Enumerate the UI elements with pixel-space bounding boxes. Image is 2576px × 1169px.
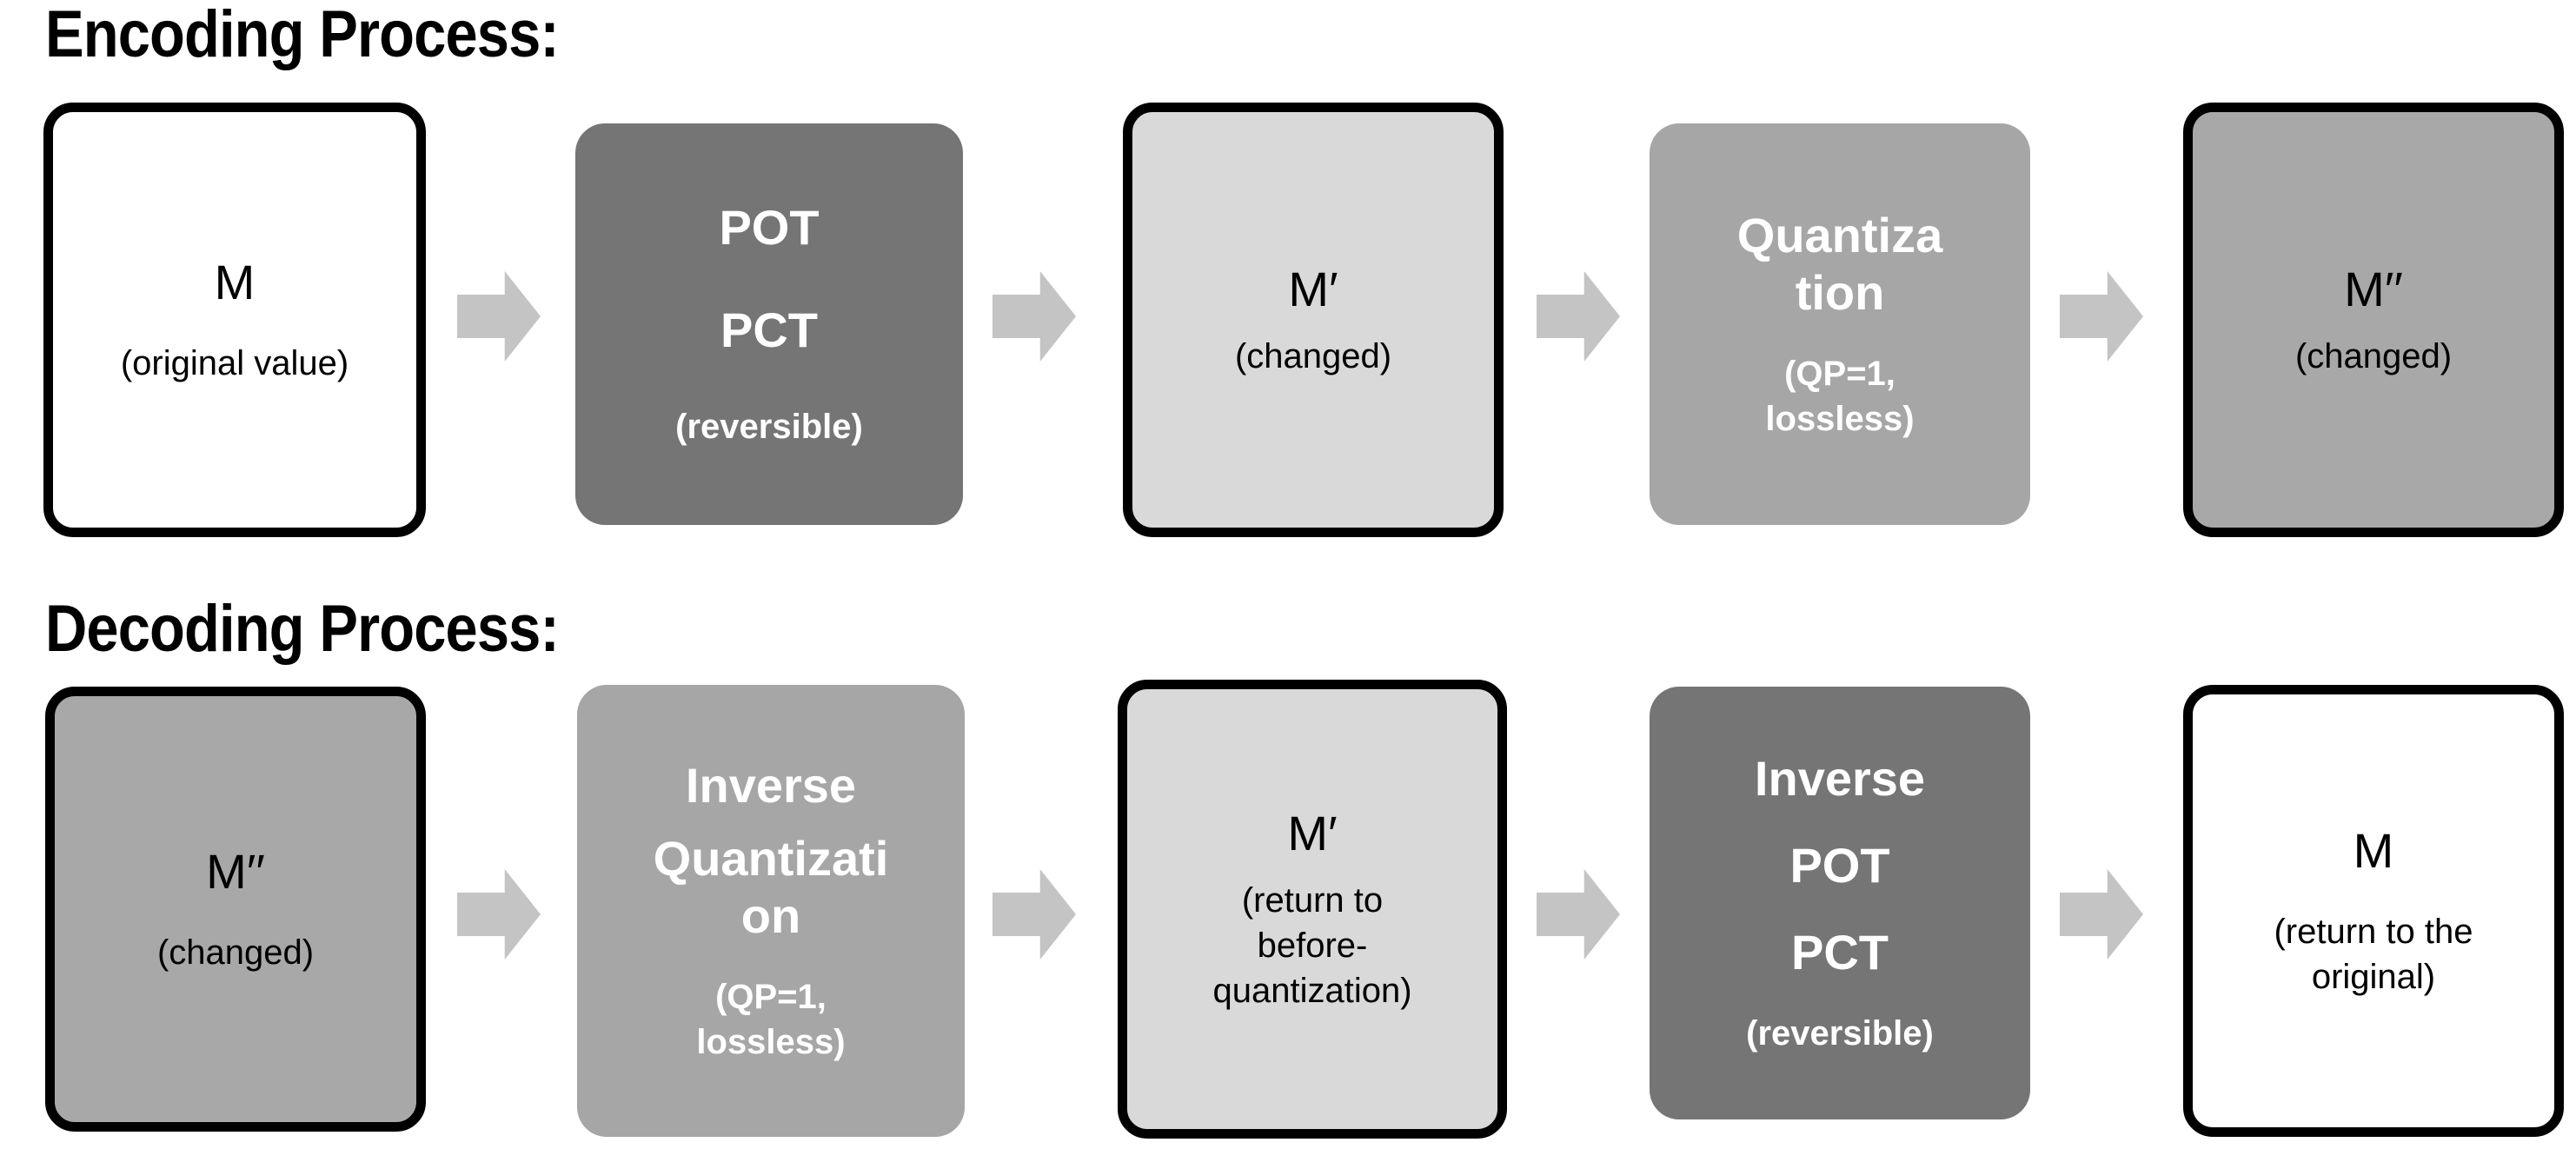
arrow-right-icon-6 <box>993 869 1076 960</box>
arrow-right-icon-3 <box>1537 271 1620 362</box>
node-enc-m-sub: (original value) <box>120 344 349 383</box>
node-enc-m-prime-sub: (changed) <box>1234 337 1392 376</box>
node-dec-m-sub-a: (return to the <box>2274 913 2473 952</box>
arrow-right-icon-4 <box>2060 271 2143 362</box>
node-enc-m[interactable]: M (original value) <box>43 103 426 537</box>
node-dec-m-double-prime-main: M′′ <box>206 843 265 899</box>
node-enc-pot-label: POT <box>719 199 820 255</box>
node-dec-inverse-pot-pct-sub: (reversible) <box>1746 1014 1934 1053</box>
node-enc-pct-label: PCT <box>720 302 818 357</box>
node-enc-m-prime[interactable]: M′ (changed) <box>1123 103 1504 537</box>
node-dec-inverse-quantization-main-c: on <box>740 888 801 944</box>
node-enc-m-double-prime-main: M′′ <box>2344 261 2403 316</box>
node-dec-m-prime-sub-a: (return to <box>1241 881 1384 920</box>
decoding-process-title: Decoding Process: <box>45 592 560 666</box>
node-enc-quantization-sub-a: (QP=1, <box>1784 355 1895 394</box>
node-dec-inverse-quantization-sub-a: (QP=1, <box>715 978 827 1017</box>
node-enc-quantization-sub-b: lossless) <box>1765 400 1915 439</box>
node-dec-inverse-quantization[interactable]: Inverse Quantizati on (QP=1, lossless) <box>577 685 965 1137</box>
node-dec-m-prime-sub-b: before- <box>1257 927 1368 966</box>
node-dec-inverse-label: Inverse <box>1754 750 1926 806</box>
arrow-right-icon-7 <box>1537 869 1620 960</box>
node-enc-pot-pct-sub: (reversible) <box>675 408 863 447</box>
node-dec-pot-label: POT <box>1789 837 1890 893</box>
node-dec-m-prime[interactable]: M′ (return to before- quantization) <box>1118 680 1507 1139</box>
node-dec-inverse-pot-pct[interactable]: Inverse POT PCT (reversible) <box>1650 687 2030 1119</box>
node-dec-inverse-quantization-sub-b: lossless) <box>696 1023 846 1062</box>
node-enc-m-double-prime-sub: (changed) <box>2294 337 2453 376</box>
node-dec-m-prime-sub-c: quantization) <box>1212 972 1412 1011</box>
node-enc-quantization-main-b: tion <box>1795 265 1885 320</box>
node-enc-m-prime-main: M′ <box>1288 261 1338 316</box>
node-dec-inverse-quantization-main-b: Quantizati <box>653 830 889 886</box>
arrow-right-icon-1 <box>457 271 541 362</box>
node-dec-inverse-quantization-main-a: Inverse <box>685 757 857 813</box>
node-enc-quantization-main-a: Quantiza <box>1736 207 1943 262</box>
node-dec-m-double-prime-sub: (changed) <box>156 933 315 973</box>
arrow-right-icon-8 <box>2060 869 2143 960</box>
node-enc-m-double-prime[interactable]: M′′ (changed) <box>2183 103 2564 537</box>
node-dec-m-double-prime[interactable]: M′′ (changed) <box>45 687 426 1132</box>
node-enc-m-main: M <box>214 254 256 309</box>
node-enc-pot-pct[interactable]: POT PCT (reversible) <box>575 123 963 525</box>
node-dec-m-sub-b: original) <box>2311 958 2436 997</box>
node-dec-m-main: M <box>2353 822 2394 878</box>
arrow-right-icon-5 <box>457 869 541 960</box>
node-dec-m-prime-main: M′ <box>1287 805 1338 860</box>
encoding-process-title: Encoding Process: <box>45 0 560 71</box>
node-enc-quantization[interactable]: Quantiza tion (QP=1, lossless) <box>1650 123 2030 525</box>
arrow-right-icon-2 <box>993 271 1076 362</box>
node-dec-pct-label: PCT <box>1791 925 1889 980</box>
node-dec-m[interactable]: M (return to the original) <box>2183 685 2564 1137</box>
